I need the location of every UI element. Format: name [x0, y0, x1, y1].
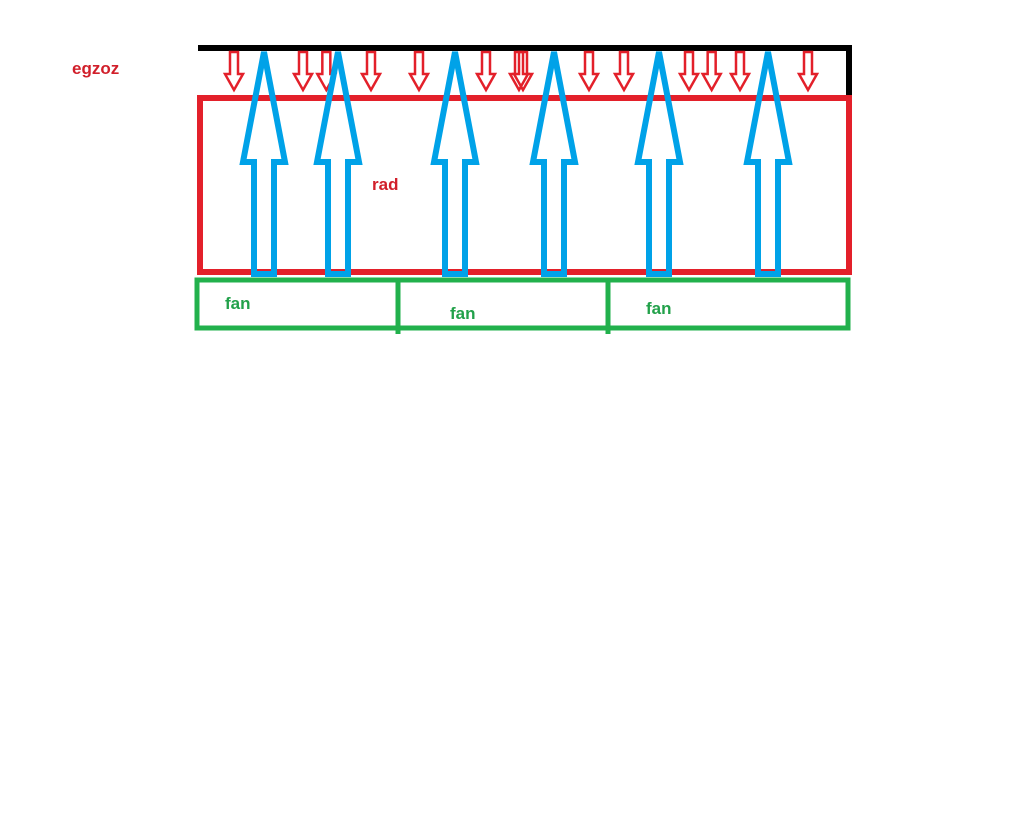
down-arrow-12 — [700, 50, 723, 93]
up-arrow-4 — [529, 51, 579, 277]
up-arrow-3 — [430, 51, 480, 277]
down-arrow-8 — [511, 50, 535, 93]
down-arrow-14 — [796, 50, 820, 93]
exhaust-label: egzoz — [72, 59, 120, 78]
exhaust-frame — [198, 45, 852, 96]
up-arrow-5 — [634, 51, 684, 277]
down-arrow-2 — [291, 50, 315, 93]
down-arrow-11 — [677, 50, 701, 93]
fan-label-1: fan — [225, 294, 251, 313]
up-arrow-2 — [313, 51, 363, 277]
up-arrow-6 — [743, 51, 793, 277]
down-arrow-6 — [474, 50, 498, 93]
down-arrow-5 — [407, 50, 431, 93]
down-arrow-13 — [728, 50, 752, 93]
fan-label-3: fan — [646, 299, 672, 318]
radiator-label: rad — [372, 175, 399, 194]
fan-strip — [194, 277, 851, 331]
down-arrow-9 — [577, 50, 601, 93]
fan-label-2: fan — [450, 304, 476, 323]
down-arrow-1 — [222, 50, 246, 93]
up-arrow-1 — [239, 51, 289, 277]
radiator-box — [197, 95, 852, 275]
down-arrow-10 — [612, 50, 636, 93]
down-arrow-4 — [359, 50, 383, 93]
